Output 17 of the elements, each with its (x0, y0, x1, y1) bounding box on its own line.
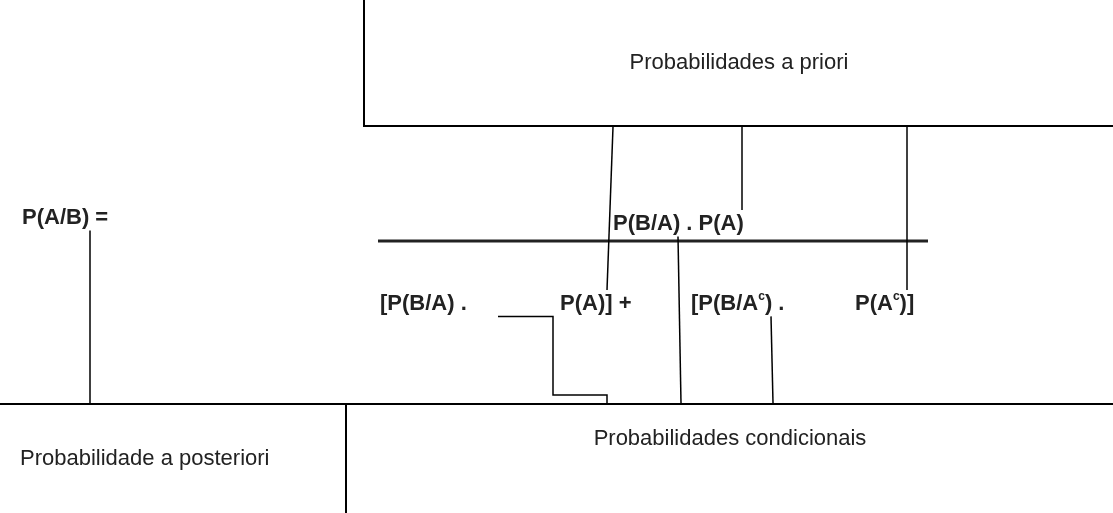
formula-term: P(A)] + (560, 290, 632, 317)
leader-line (906, 126, 908, 291)
box-label: Probabilidades a priori (629, 49, 849, 76)
leader-line (606, 126, 614, 291)
box-label: Probabilidades condicionais (593, 424, 867, 452)
leader-line (677, 235, 682, 404)
formula-term: [P(B/A) . (380, 290, 467, 317)
box-label: Probabilidade a posteriori (20, 445, 271, 472)
leader-line (741, 126, 743, 211)
leader-line (497, 315, 608, 404)
leader-line (89, 229, 91, 404)
text-box (363, 0, 1113, 127)
formula-term: P(B/A) . P(A) (613, 210, 744, 237)
formula-term: [P(B/A$^{c}$) . (691, 290, 785, 317)
formula-term: P(A/B) = (22, 204, 109, 231)
leader-line (770, 315, 774, 404)
formula-term: P(A$^{c}$)] (855, 290, 915, 317)
